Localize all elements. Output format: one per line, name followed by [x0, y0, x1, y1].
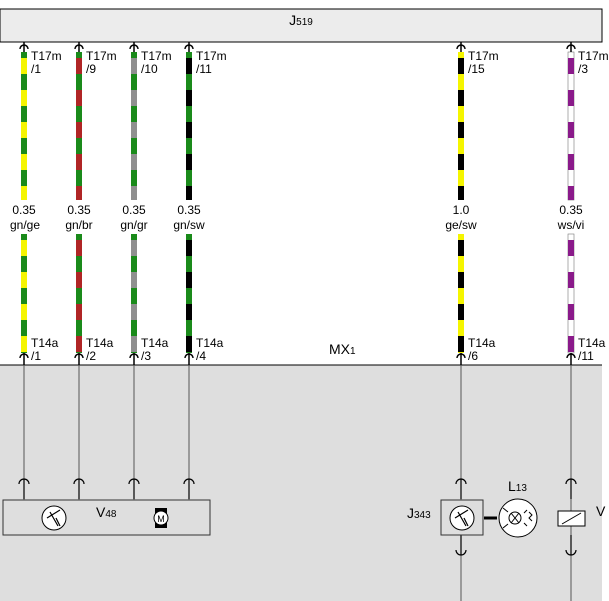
lower-terminals [18, 478, 577, 556]
wire-3-top-pin: T17m [141, 49, 172, 63]
wire-3 [129, 42, 139, 365]
connector-label: MX1 [329, 341, 356, 360]
wire-4-color: gn/sw [173, 218, 205, 232]
wire-3-top-num: /10 [141, 62, 158, 76]
wire-4-top-num: /11 [196, 62, 212, 76]
header-title-sub: 519 [296, 17, 313, 28]
wire-6-top-pin: T17m [578, 49, 609, 63]
l13-label: L13 [508, 478, 527, 497]
wire-6-bottom-num: /11 [578, 349, 594, 363]
motor-icon: M [153, 508, 169, 528]
wire-layer [19, 42, 576, 365]
wire-2-size: 0.35 [67, 203, 91, 217]
wire-2-color: gn/br [65, 218, 93, 232]
wire-5-top-pin: T17m [468, 49, 499, 63]
wire-2-top-num: /9 [86, 62, 97, 76]
v48-label: V48 [96, 504, 116, 523]
wire-5-top-num: /15 [468, 62, 485, 76]
wire-5-bottom-pin: T14a [468, 336, 496, 350]
wire-6-top-num: /3 [578, 62, 589, 76]
wire-4-size: 0.35 [177, 203, 201, 217]
connector-label-sub: 1 [350, 346, 356, 357]
wire-4-bottom-num: /4 [196, 349, 207, 363]
v48-label-main: V [96, 504, 106, 520]
j343-label-sub: 343 [414, 510, 431, 521]
wire-5-bottom-num: /6 [468, 349, 479, 363]
wire-1-size: 0.35 [12, 203, 36, 217]
cutoff-component-label: V [596, 503, 606, 519]
header-bar [0, 8, 603, 43]
wire-5 [456, 42, 466, 365]
wire-2-top-pin: T17m [86, 49, 117, 63]
wire-1-top-pin: T17m [31, 49, 62, 63]
wire-6-color: ws/vi [557, 218, 585, 232]
wire-2-bottom-num: /2 [86, 349, 97, 363]
wire-1-color: gn/ge [9, 218, 41, 232]
l13-label-sub: 13 [515, 483, 527, 494]
wire-4 [184, 42, 194, 365]
wire-6-size: 0.35 [559, 203, 583, 217]
j343-label: J343 [407, 505, 431, 524]
wire-1-top-num: /1 [31, 62, 42, 76]
wire-3-size: 0.35 [122, 203, 146, 217]
wire-1-bottom-pin: T14a [31, 336, 59, 350]
wire-3-bottom-pin: T14a [141, 336, 169, 350]
wire-5-size: 1.0 [452, 203, 470, 217]
wire-2-bottom-pin: T14a [86, 336, 114, 350]
wire-2 [74, 42, 84, 365]
lamp-icon [498, 498, 538, 538]
wire-6-bottom-pin: T14a [578, 336, 606, 350]
wire-1 [19, 42, 29, 365]
wire-3-color: gn/gr [120, 218, 148, 232]
wire-1-bottom-num: /1 [31, 349, 42, 363]
header-title: J519 [0, 9, 602, 42]
wire-6 [566, 42, 576, 365]
header-title-main: J [289, 12, 297, 28]
j343-label-main: J [407, 505, 414, 521]
wire-4-bottom-pin: T14a [196, 336, 224, 350]
wire-3-bottom-num: /3 [141, 349, 152, 363]
l13-label-main: L [508, 478, 516, 494]
connector-label-main: MX [329, 341, 350, 357]
lower-area [0, 365, 602, 601]
v48-component-box [2, 499, 211, 536]
relay-coil-icon [557, 510, 586, 527]
svg-text:M: M [157, 514, 165, 524]
v48-label-sub: 48 [105, 509, 117, 520]
wire-4-top-pin: T17m [196, 49, 227, 63]
wire-5-color: ge/sw [445, 218, 477, 232]
